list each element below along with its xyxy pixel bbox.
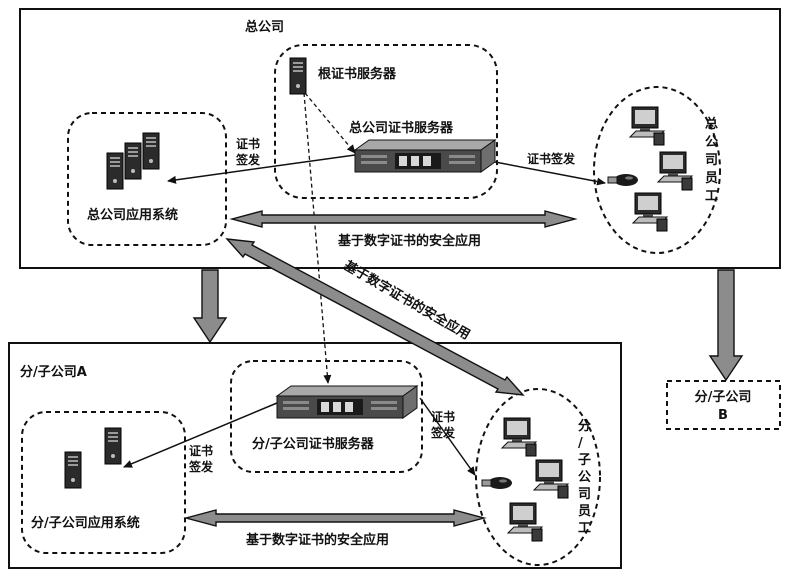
hq-issue-left-label-2: 签发 (235, 152, 261, 167)
root-to-hq-issue-arrow (304, 92, 356, 154)
sub-a-secure-app-label: 基于数字证书的安全应用 (245, 532, 389, 548)
sub-a-title: 分/子公司A (20, 364, 87, 380)
sub-a-app-servers-icon (64, 427, 122, 489)
sub-a-issue-right-label-2: 签发 (430, 425, 456, 440)
cross-secure-app-arrow (225, 238, 525, 396)
sub-a-issue-right-label-1: 证书 (431, 409, 455, 424)
sub-a-app-group (21, 411, 186, 554)
hq-issue-left-label-1: 证书 (236, 136, 260, 151)
hq-secure-app-arrow (229, 210, 578, 228)
sub-a-server-label: 分/子公司证书服务器 (252, 436, 375, 452)
sub-a-employee-pcs-icon (501, 417, 569, 542)
hq-to-sub-b-arrow (708, 269, 744, 382)
hq-employees-label: 总公司员工 (705, 116, 718, 204)
hq-usb-key-icon (607, 173, 639, 187)
subsidiary-b-box (666, 380, 781, 430)
root-server-label: 根证书服务器 (318, 66, 397, 82)
root-server-icon (289, 57, 307, 95)
hq-app-group (67, 112, 227, 246)
hq-cert-server-icon (354, 139, 496, 173)
hq-issue-left-arrow (167, 154, 356, 184)
sub-a-usb-key-icon (481, 476, 513, 490)
hq-to-sub-a-arrow (192, 269, 228, 344)
sub-a-cert-server-icon (276, 385, 418, 419)
sub-a-employees-label: 分/子公司员工 (578, 418, 591, 536)
sub-b-title-line1: 分/子公司 (695, 389, 752, 405)
hq-app-servers-icon (106, 132, 160, 190)
hq-issue-right-arrow (494, 161, 606, 186)
sub-a-issue-right-arrow (419, 397, 476, 476)
hq-server-group (274, 44, 498, 199)
hq-employee-pcs-icon (629, 106, 693, 232)
sub-b-title-line2: B (718, 408, 728, 423)
hq-title: 总公司 (245, 19, 284, 35)
hq-employees-group (593, 86, 721, 254)
root-to-sub-a-issue-arrow (303, 92, 332, 384)
sub-a-issue-left-arrow (123, 402, 278, 468)
hq-issue-right-label: 证书签发 (527, 151, 576, 166)
subsidiary-a-frame (8, 342, 622, 569)
sub-a-app-system-label: 分/子公司应用系统 (31, 515, 140, 531)
hq-server-label: 总公司证书服务器 (349, 120, 454, 136)
sub-a-employees-group (475, 388, 601, 566)
sub-a-secure-app-arrow (183, 509, 487, 527)
sub-a-issue-left-label-1: 证书 (189, 443, 213, 458)
hq-app-system-label: 总公司应用系统 (87, 207, 178, 223)
sub-a-issue-left-label-2: 签发 (188, 459, 214, 474)
headquarters-frame (19, 8, 781, 269)
hq-secure-app-label: 基于数字证书的安全应用 (337, 233, 481, 249)
